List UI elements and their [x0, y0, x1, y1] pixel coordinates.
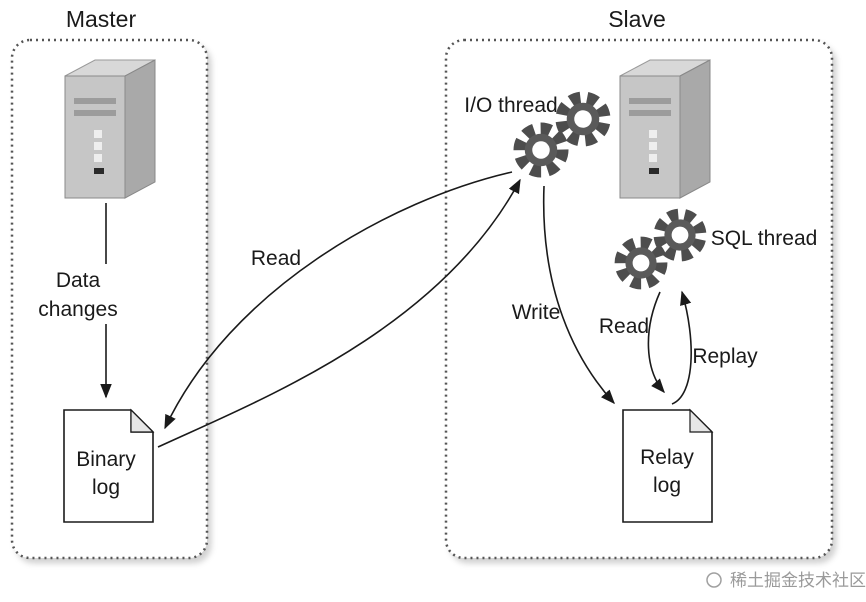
binary-log-label-line2: log	[92, 476, 120, 499]
read-flow-label: Read	[251, 247, 301, 270]
binary-log-document	[63, 408, 155, 523]
data-changes-label-line2: changes	[38, 298, 117, 321]
sql-thread-label: SQL thread	[711, 227, 818, 250]
watermark-text: 稀土掘金技术社区	[730, 571, 866, 590]
master-server-icon	[64, 59, 156, 199]
write-label: Write	[512, 301, 561, 324]
slave-title: Slave	[608, 6, 666, 32]
read-arrow-to-binary-log	[164, 171, 513, 430]
relay-log-document	[622, 408, 714, 523]
replay-label: Replay	[692, 345, 758, 368]
data-changes-label-line1: Data	[56, 269, 101, 292]
slave-panel	[444, 38, 834, 560]
binary-log-label-line1: Binary	[76, 448, 136, 471]
watermark: 稀土掘金技术社区	[706, 571, 866, 590]
relay-log-label-line2: log	[653, 474, 681, 497]
sql-read-label: Read	[599, 315, 649, 338]
sql-read-arrow	[647, 291, 665, 394]
replay-arrow	[671, 290, 692, 405]
read-arrow-to-io-thread	[157, 178, 521, 448]
io-thread-label: I/O thread	[464, 94, 557, 117]
write-arrow	[542, 185, 615, 405]
relay-log-label-line1: Relay	[640, 446, 694, 469]
master-title: Master	[66, 6, 137, 32]
slave-server-icon	[619, 59, 711, 199]
